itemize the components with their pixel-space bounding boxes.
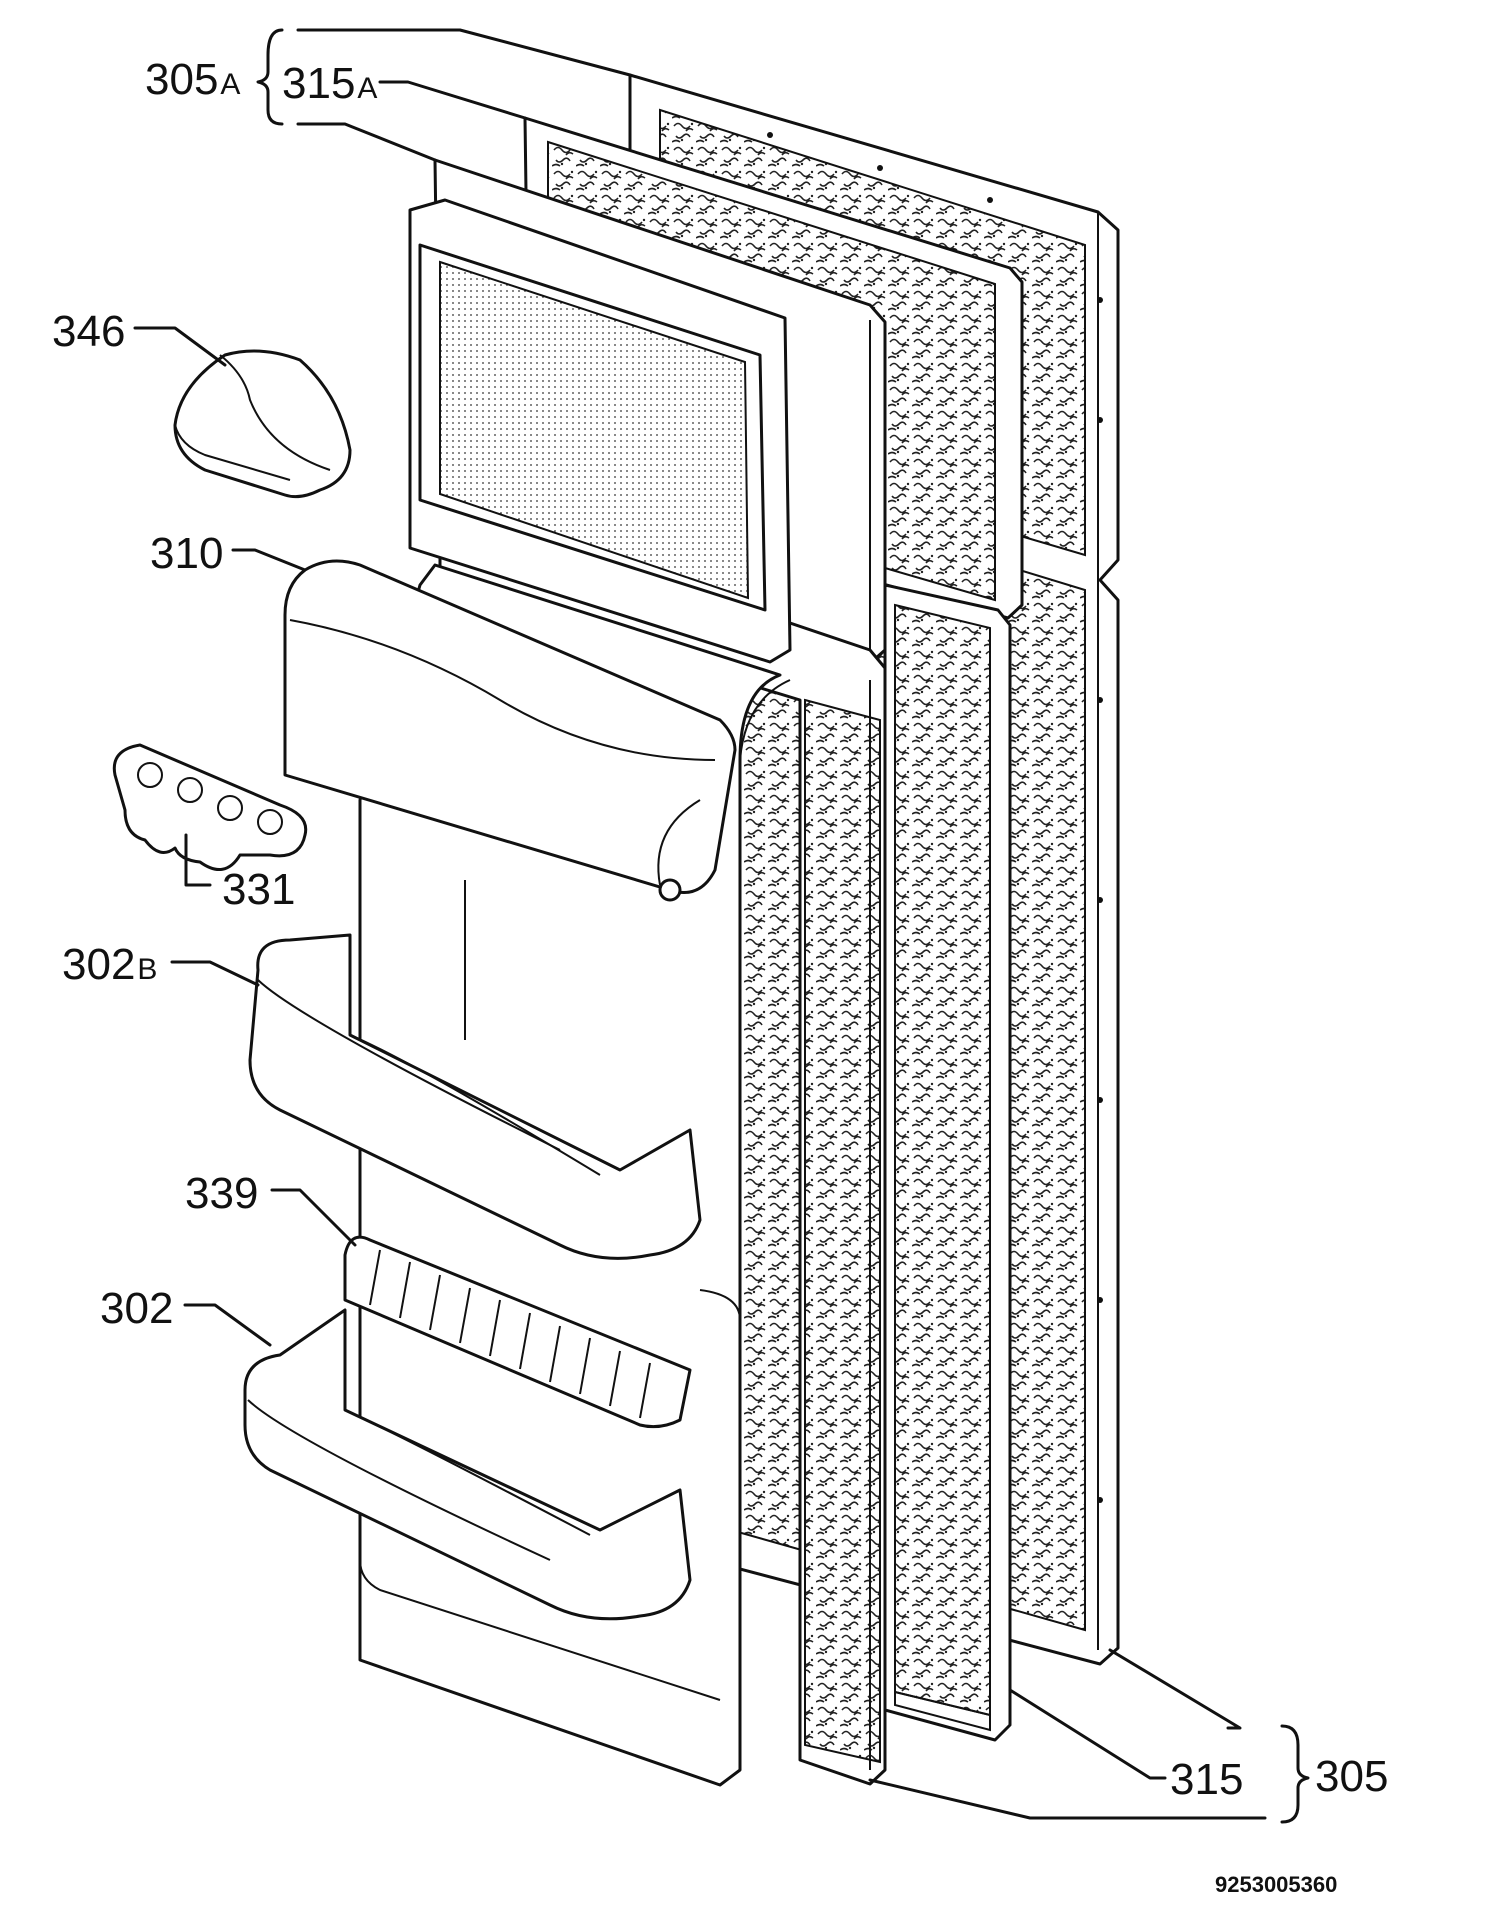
- label-315a: 315A: [282, 59, 379, 108]
- freezer-compartment: [408, 198, 792, 664]
- label-305a: 305A: [145, 55, 242, 104]
- label-346: 346: [52, 307, 126, 356]
- bottle-shelf-302b: [248, 933, 702, 1260]
- bottle-shelf-302: [243, 1308, 692, 1621]
- document-number: 9253005360: [1215, 1872, 1338, 1897]
- label-310: 310: [150, 529, 224, 578]
- label-305: 305: [1315, 1752, 1389, 1801]
- label-331: 331: [222, 865, 296, 914]
- butter-box-346: [173, 349, 352, 499]
- dairy-compartment-310: [283, 559, 737, 902]
- label-339: 339: [185, 1169, 259, 1218]
- leader-lines: [133, 28, 1310, 1824]
- label-315: 315: [1170, 1755, 1244, 1804]
- egg-tray-331: [112, 743, 308, 871]
- label-302b: 302B: [62, 940, 159, 989]
- label-302: 302: [100, 1284, 174, 1333]
